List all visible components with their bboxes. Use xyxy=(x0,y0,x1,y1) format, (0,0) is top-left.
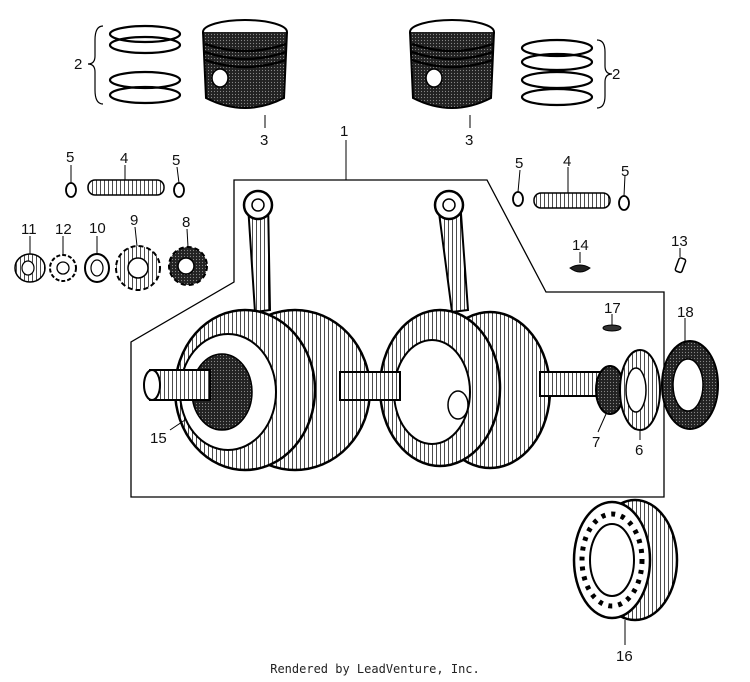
piston-pin-right xyxy=(533,192,611,209)
piston-rings-right xyxy=(520,38,594,107)
callout-1: 1 xyxy=(340,123,348,140)
nut-11 xyxy=(14,253,46,283)
callout-2-left: 2 xyxy=(74,56,82,73)
connecting-rod-right xyxy=(433,189,470,314)
piston-pin-left xyxy=(87,179,165,196)
callout-2-right: 2 xyxy=(612,66,620,83)
connecting-rod-left xyxy=(242,189,274,314)
pin-13 xyxy=(674,257,687,274)
callout-16: 16 xyxy=(616,648,633,665)
flywheel-right xyxy=(378,308,552,470)
callout-5-b: 5 xyxy=(172,152,180,169)
callout-15: 15 xyxy=(150,430,167,447)
callout-3-left: 3 xyxy=(260,132,268,149)
clip-left-a xyxy=(65,182,77,198)
piston-right xyxy=(409,19,495,109)
callout-6: 6 xyxy=(635,442,643,459)
washer-10 xyxy=(84,253,110,283)
woodruff-key-14 xyxy=(569,264,591,273)
footer-credit: Rendered by LeadVenture, Inc. xyxy=(270,662,480,676)
piston-rings-left xyxy=(108,24,182,105)
callout-14: 14 xyxy=(572,237,589,254)
bearing-16 xyxy=(572,498,679,622)
gear-8 xyxy=(168,246,208,286)
callout-4-right: 4 xyxy=(563,153,571,170)
callout-13: 13 xyxy=(671,233,688,250)
oil-seal-18 xyxy=(661,340,719,430)
callout-17: 17 xyxy=(604,300,621,317)
piston-left xyxy=(202,19,288,109)
callout-5-d: 5 xyxy=(621,163,629,180)
callout-8: 8 xyxy=(182,214,190,231)
callout-5-c: 5 xyxy=(515,155,523,172)
clip-right-a xyxy=(512,191,524,207)
flywheel-left xyxy=(173,308,372,472)
sprocket-9 xyxy=(115,245,161,291)
callout-11: 11 xyxy=(21,221,37,238)
brace-right xyxy=(596,39,613,109)
callout-5-a: 5 xyxy=(66,149,74,166)
callout-18: 18 xyxy=(677,304,694,321)
callout-9: 9 xyxy=(130,212,138,229)
crankshaft-assembly-outline xyxy=(130,179,665,498)
callout-12: 12 xyxy=(55,221,72,238)
callout-7: 7 xyxy=(592,434,600,451)
lock-washer-12 xyxy=(49,254,77,282)
callout-3-right: 3 xyxy=(465,132,473,149)
bearing-6 xyxy=(619,349,661,431)
clip-right-b xyxy=(618,195,630,211)
callout-4-left: 4 xyxy=(120,150,128,167)
key-17 xyxy=(602,324,622,332)
brace-left xyxy=(87,25,104,105)
callout-10: 10 xyxy=(89,220,106,237)
clip-left-b xyxy=(173,182,185,198)
